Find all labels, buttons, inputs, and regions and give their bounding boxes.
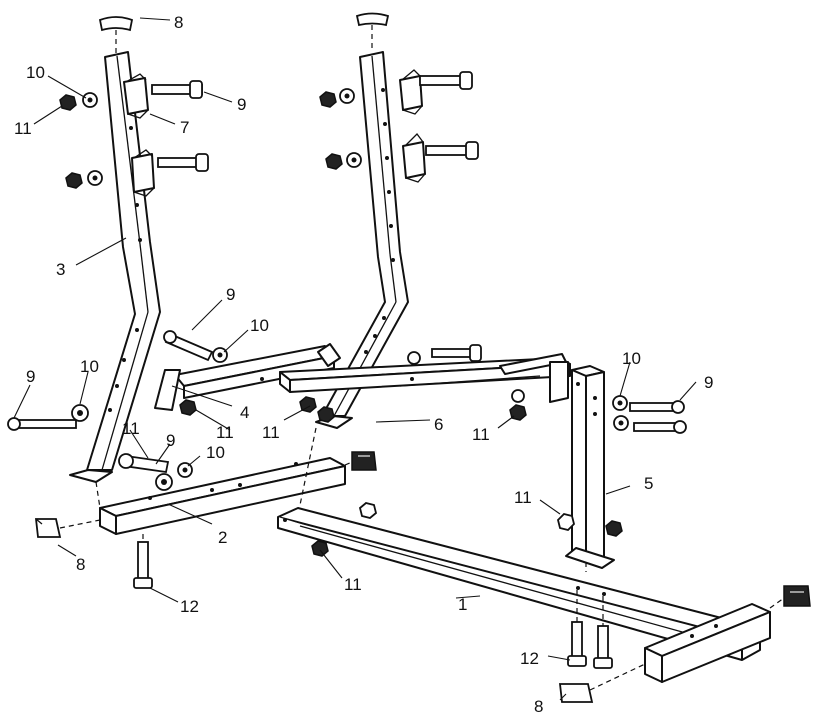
bolt-left-long bbox=[7, 417, 77, 431]
bolt-upper-right-2 bbox=[425, 141, 479, 160]
label-7: 7 bbox=[180, 118, 189, 137]
label-10-rear: 10 bbox=[622, 349, 641, 368]
bolt-rear-1 bbox=[629, 400, 685, 414]
bolt-front-left bbox=[118, 453, 170, 474]
bolt-upper-right-1 bbox=[419, 71, 473, 90]
bolt-12-rear-1 bbox=[567, 621, 587, 667]
end-cap-front-right bbox=[351, 451, 377, 471]
part-4-seat-arm bbox=[154, 343, 341, 411]
part-5-rear-upright bbox=[565, 365, 615, 569]
label-8-front-left: 8 bbox=[76, 555, 85, 574]
label-8-top: 8 bbox=[174, 13, 183, 32]
base-cross-tube bbox=[644, 603, 771, 683]
label-11-arm: 11 bbox=[216, 423, 234, 442]
callout-labels: 8 10 11 9 7 3 9 10 9 10 4 11 11 11 9 10 … bbox=[14, 13, 713, 716]
end-cap-front-left bbox=[34, 518, 62, 538]
label-11-center: 11 bbox=[262, 423, 280, 442]
bolt-12-front bbox=[133, 541, 153, 589]
label-9-arm: 9 bbox=[226, 285, 235, 304]
bolt-beam bbox=[431, 344, 482, 362]
part-2-front-tube bbox=[99, 457, 346, 535]
label-11-front-left: 11 bbox=[122, 419, 140, 438]
label-9-front-left: 9 bbox=[166, 431, 175, 450]
part-3-left-upright bbox=[69, 51, 161, 483]
label-11-upper-left: 11 bbox=[14, 119, 32, 138]
label-11-rear-upright: 11 bbox=[514, 488, 532, 507]
label-12-front: 12 bbox=[180, 597, 199, 616]
end-cap-top-right bbox=[355, 12, 390, 27]
bolt-12-rear-2 bbox=[593, 625, 613, 669]
label-9-rear: 9 bbox=[704, 373, 713, 392]
label-2: 2 bbox=[218, 528, 227, 547]
end-cap-top-left bbox=[98, 16, 134, 32]
label-3: 3 bbox=[56, 260, 65, 279]
label-12-rear: 12 bbox=[520, 649, 539, 668]
label-6: 6 bbox=[434, 415, 443, 434]
label-10-left: 10 bbox=[80, 357, 99, 376]
label-4: 4 bbox=[240, 403, 249, 422]
part-6-bench-beam bbox=[279, 353, 571, 403]
label-1: 1 bbox=[458, 595, 467, 614]
label-10-arm: 10 bbox=[250, 316, 269, 335]
part-1-base-tube bbox=[277, 507, 761, 661]
end-cap-rear-bottom bbox=[558, 683, 594, 703]
alignment-lines bbox=[59, 25, 785, 691]
right-upright bbox=[315, 51, 426, 429]
label-11-front: 11 bbox=[344, 575, 362, 594]
bolt-upper-left-2 bbox=[157, 153, 209, 172]
label-10-upper-left: 10 bbox=[26, 63, 45, 82]
label-8-rear: 8 bbox=[534, 697, 543, 716]
leader-lines bbox=[13, 17, 697, 701]
label-11-rear: 11 bbox=[472, 425, 490, 444]
end-cap-rear-right bbox=[783, 585, 811, 607]
label-10-front-left: 10 bbox=[206, 443, 225, 462]
label-5: 5 bbox=[644, 474, 653, 493]
bolt-rear-2 bbox=[633, 420, 687, 434]
nuts-and-washers bbox=[59, 88, 629, 557]
bolt-left-arm bbox=[163, 330, 214, 362]
bolt-upper-left-1 bbox=[151, 80, 203, 99]
label-9-left: 9 bbox=[26, 367, 35, 386]
label-9-upper-left: 9 bbox=[237, 95, 246, 114]
